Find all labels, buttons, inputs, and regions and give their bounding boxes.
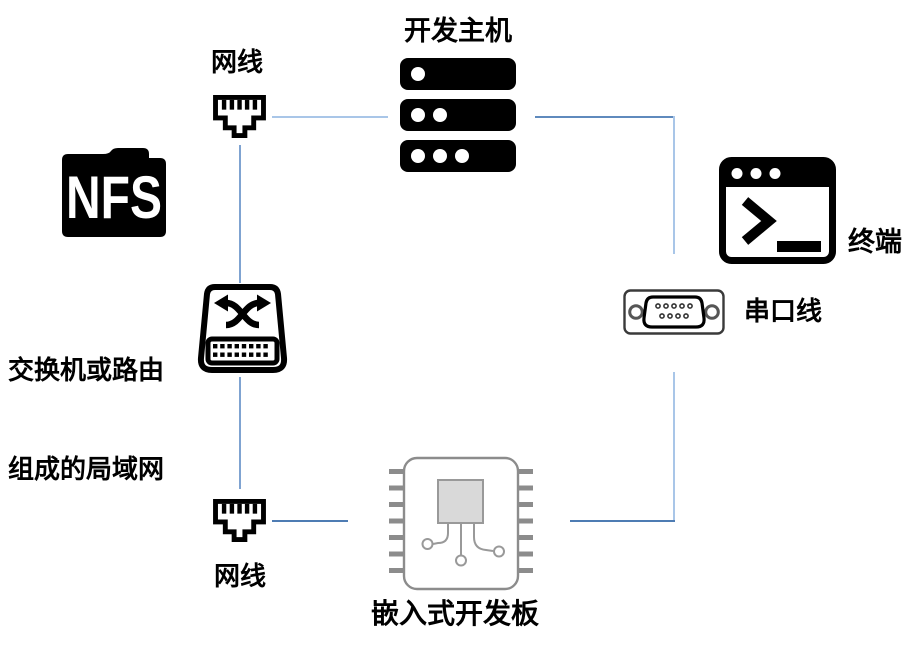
connector-line — [673, 116, 675, 254]
db9-serial-icon — [623, 289, 725, 335]
dev-host-label: 开发主机 — [404, 16, 512, 46]
connector-line — [239, 145, 241, 283]
rj45-icon — [211, 93, 268, 140]
crossed-arrows-icon — [214, 294, 271, 329]
board-label: 嵌入式开发板 — [371, 599, 540, 630]
connector-line — [239, 377, 241, 489]
cursor-underscore-icon — [777, 241, 821, 252]
terminal-icon — [719, 157, 836, 264]
switch-icon — [197, 283, 288, 374]
rj45-icon — [211, 497, 268, 544]
serial-label: 串口线 — [744, 297, 823, 326]
lan-label: 交换机或路由 组成的局域网 — [8, 356, 165, 484]
prompt-chevron-icon — [741, 197, 777, 245]
connector-line — [535, 116, 675, 118]
connector-line — [570, 520, 675, 522]
cable-top-label: 网线 — [211, 48, 264, 77]
nfs-label: NFS — [66, 164, 162, 231]
connector-line — [272, 520, 348, 522]
chip-die — [437, 479, 484, 524]
connector-line — [673, 372, 675, 522]
nfs-folder-icon: NFS — [57, 146, 171, 239]
terminal-label: 终端 — [848, 227, 902, 257]
chip-board-icon — [388, 455, 534, 592]
connector-line — [272, 116, 388, 118]
server-icon — [400, 58, 516, 172]
cable-bottom-label: 网线 — [214, 562, 267, 591]
